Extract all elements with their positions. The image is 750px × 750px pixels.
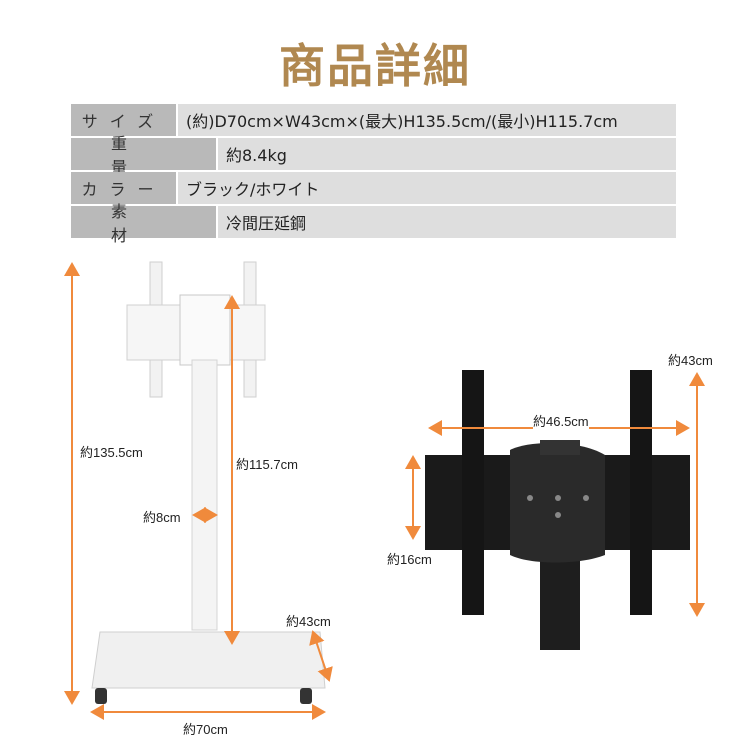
spec-value: 冷間圧延鋼 (218, 206, 676, 238)
spec-label: カラー (71, 172, 176, 204)
spec-label: サイズ (71, 104, 176, 136)
dimension-arrow (309, 630, 333, 682)
max-height-label: 約135.5cm (80, 445, 143, 460)
spec-value: ブラック/ホワイト (178, 172, 676, 204)
white-tv-stand-image (91, 261, 326, 704)
width-label: 約70cm (183, 722, 228, 737)
spec-row-color: カラー ブラック/ホワイト (71, 172, 676, 204)
spec-label: 重量 (71, 134, 216, 177)
min-height-label: 約115.7cm (236, 457, 298, 472)
spec-value: (約)D70cm×W43cm×(最大)H135.5cm/(最小)H115.7cm (178, 104, 676, 136)
mount-width-label: 約46.5cm (533, 411, 589, 430)
mount-height-label: 約43cm (668, 353, 713, 368)
spec-table: サイズ (約)D70cm×W43cm×(最大)H135.5cm/(最小)H115… (71, 104, 676, 245)
spec-row-weight: 重量 約8.4kg (71, 134, 676, 177)
spec-value: 約8.4kg (218, 138, 676, 170)
pole-width-label: 約8cm (143, 510, 181, 525)
page-title: 商品詳細 (279, 39, 471, 93)
depth-label: 約43cm (286, 614, 331, 629)
bracket-height-label: 約16cm (387, 552, 432, 567)
spec-row-size: サイズ (約)D70cm×W43cm×(最大)H135.5cm/(最小)H115… (71, 104, 676, 136)
